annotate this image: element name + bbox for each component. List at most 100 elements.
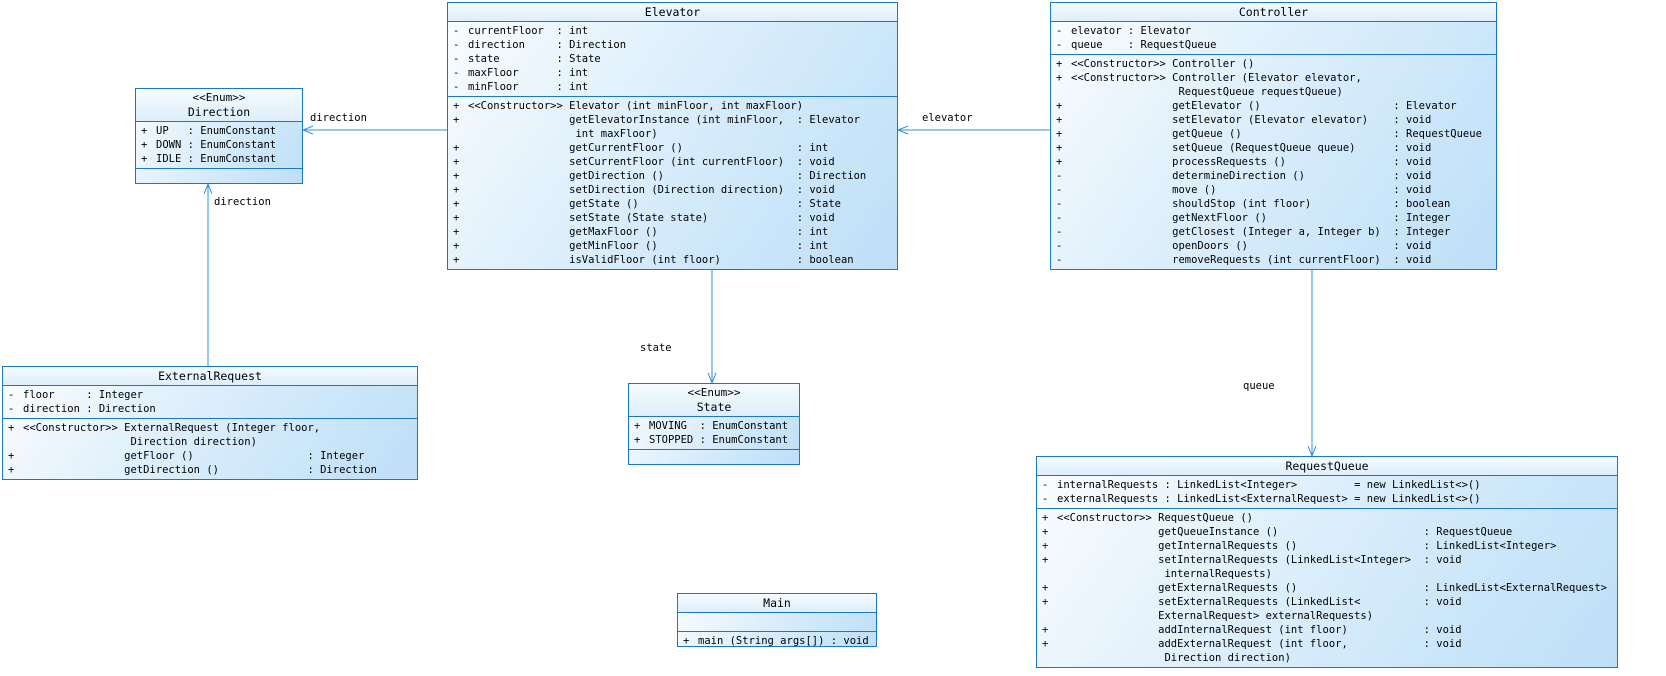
method-row: Direction direction) [1037, 651, 1617, 665]
method-row: - determineDirection (): void [1051, 169, 1496, 183]
return-type: : Direction [796, 170, 867, 182]
attribute-compartment: -elevator : Elevator-queue : RequestQueu… [1051, 22, 1496, 55]
visibility-marker: + [634, 434, 641, 446]
method-row: + getState (): State [448, 197, 897, 211]
method-signature: <<Constructor>> RequestQueue () [1057, 512, 1253, 524]
visibility-marker: + [1042, 624, 1049, 636]
visibility-marker: - [453, 25, 460, 37]
method-row: +main (String args[]): void [678, 634, 876, 648]
return-type: : Integer [307, 450, 365, 462]
method-row: + setInternalRequests (LinkedList<Intege… [1037, 553, 1617, 567]
class-box-direction-enum[interactable]: <<Enum>>Direction+UP : EnumConstant+DOWN… [135, 88, 303, 184]
return-type: : void [830, 635, 869, 647]
method-row: + getExternalRequests (): LinkedList<Ext… [1037, 581, 1617, 595]
visibility-marker: + [1056, 72, 1063, 84]
edge-label-elevator-to-direction: direction [310, 112, 367, 124]
visibility-marker: - [1056, 212, 1063, 224]
method-signature: getExternalRequests () [1057, 582, 1298, 594]
method-signature: addExternalRequest (int floor, [1057, 638, 1348, 650]
class-box-request-queue[interactable]: RequestQueue-internalRequests : LinkedLi… [1036, 456, 1618, 668]
method-compartment [136, 169, 302, 187]
attribute-row: -minFloor : int [448, 80, 897, 94]
attribute-row: +DOWN : EnumConstant [136, 138, 302, 152]
method-signature: shouldStop (int floor) [1071, 198, 1312, 210]
visibility-marker: - [1056, 198, 1063, 210]
attribute-compartment: -currentFloor : int-direction : Directio… [448, 22, 897, 97]
visibility-marker [1042, 567, 1057, 581]
class-box-elevator[interactable]: Elevator-currentFloor : int-direction : … [447, 2, 898, 270]
method-signature: getDirection () [23, 464, 219, 476]
visibility-marker: - [8, 403, 15, 415]
class-title: <<Enum>>Direction [136, 89, 302, 122]
method-signature: getQueueInstance () [1057, 526, 1279, 538]
class-box-state-enum[interactable]: <<Enum>>State+MOVING : EnumConstant+STOP… [628, 383, 800, 465]
attribute-signature: state : State [468, 53, 601, 65]
visibility-marker: + [141, 153, 148, 165]
method-signature: <<Constructor>> Elevator (int minFloor, … [468, 100, 804, 112]
method-signature: <<Constructor>> Controller (Elevator ele… [1071, 72, 1362, 84]
method-signature: int maxFloor) [468, 128, 658, 140]
attribute-compartment: +UP : EnumConstant+DOWN : EnumConstant+I… [136, 122, 302, 169]
return-type: : Integer [1393, 212, 1451, 224]
method-row: + setElevator (Elevator elevator): void [1051, 113, 1496, 127]
method-compartment: + <<Constructor>> RequestQueue () + getQue… [1037, 509, 1617, 667]
method-row: +<<Constructor>> ExternalRequest (Intege… [3, 421, 417, 435]
return-type: : void [796, 184, 835, 196]
visibility-marker: + [453, 142, 460, 154]
attribute-signature: IDLE : EnumConstant [156, 153, 277, 165]
return-type: : int [796, 142, 829, 154]
method-row: + getElevator (): Elevator [1051, 99, 1496, 113]
class-box-external-request[interactable]: ExternalRequest-floor : Integer-directio… [2, 366, 418, 480]
visibility-marker: + [453, 100, 460, 112]
method-signature: determineDirection () [1071, 170, 1305, 182]
attribute-row: -state : State [448, 52, 897, 66]
method-row: ExternalRequest> externalRequests) [1037, 609, 1617, 623]
class-box-controller[interactable]: Controller-elevator : Elevator-queue : R… [1050, 2, 1497, 270]
attribute-compartment: -floor : Integer-direction : Direction [3, 386, 417, 419]
attribute-row: -queue : RequestQueue [1051, 38, 1496, 52]
method-signature: getMinFloor () [468, 240, 658, 252]
attribute-row: -elevator : Elevator [1051, 24, 1496, 38]
attribute-row: -floor : Integer [3, 388, 417, 402]
method-compartment [629, 450, 799, 468]
attribute-row: -internalRequests : LinkedList<Integer> … [1037, 478, 1617, 492]
method-signature: setState (State state) [468, 212, 709, 224]
return-type: : void [1393, 184, 1432, 196]
stereotype-label: <<Enum>> [192, 90, 246, 104]
return-type: : void [1393, 170, 1432, 182]
attribute-row: -direction : Direction [448, 38, 897, 52]
method-signature: getElevator () [1071, 100, 1261, 112]
return-type: : LinkedList<ExternalRequest> [1423, 582, 1607, 594]
visibility-marker: - [1056, 39, 1063, 51]
method-row: + processRequests (): void [1051, 155, 1496, 169]
return-type: : Elevator [796, 114, 860, 126]
return-type: : int [796, 226, 829, 238]
visibility-marker: + [453, 254, 460, 266]
method-row: - shouldStop (int floor): boolean [1051, 197, 1496, 211]
return-type: : void [1393, 254, 1432, 266]
method-compartment: +<<Constructor>> Controller ()+ <<Constru… [1051, 55, 1496, 269]
attribute-signature: STOPPED : EnumConstant [649, 434, 789, 446]
method-signature: getFloor () [23, 450, 194, 462]
edge-label-elevator-to-state: state [640, 342, 672, 354]
return-type: : boolean [796, 254, 854, 266]
method-signature: setQueue (RequestQueue queue) [1071, 142, 1356, 154]
attribute-signature: minFloor : int [468, 81, 589, 93]
return-type: : void [1423, 638, 1462, 650]
visibility-marker: - [1056, 240, 1063, 252]
open-arrowhead-icon [1307, 445, 1317, 458]
class-name: State [696, 399, 732, 414]
open-arrowhead-icon [301, 125, 314, 135]
method-signature: setInternalRequests (LinkedList<Integer> [1057, 554, 1412, 566]
method-row: - move (): void [1051, 183, 1496, 197]
visibility-marker: + [1042, 526, 1049, 538]
class-box-main[interactable]: Main+main (String args[]): void [677, 593, 877, 647]
method-signature: <<Constructor>> ExternalRequest (Integer… [23, 422, 321, 434]
method-row: +<<Constructor>> Controller () [1051, 57, 1496, 71]
method-row: - getClosest (Integer a, Integer b): Int… [1051, 225, 1496, 239]
method-signature: processRequests () [1071, 156, 1286, 168]
attribute-row: +MOVING : EnumConstant [629, 419, 799, 433]
method-row: - getNextFloor (): Integer [1051, 211, 1496, 225]
visibility-marker: + [8, 464, 15, 476]
method-signature: getQueue () [1071, 128, 1242, 140]
